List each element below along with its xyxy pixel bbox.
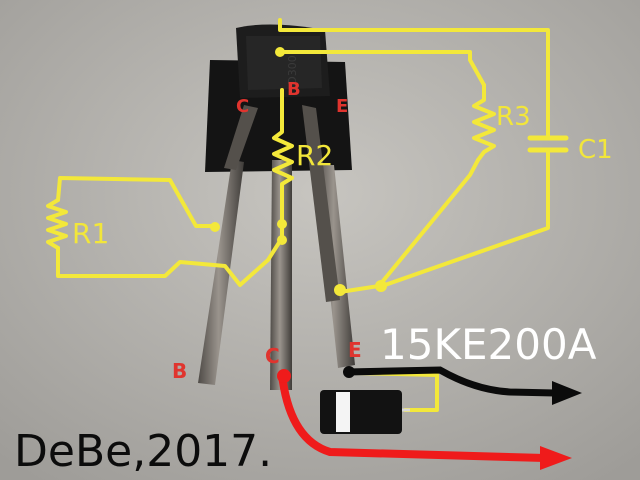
diode-part-number: 15KE200A <box>380 320 597 369</box>
label-r2: R2 <box>296 139 333 172</box>
lead-collector <box>270 160 292 390</box>
label-bottom-e: E <box>348 338 362 362</box>
red-arrow <box>278 371 549 462</box>
solder-points <box>210 47 387 296</box>
credit-text: DeBe,2017. <box>14 426 272 477</box>
black-arrow <box>343 366 559 397</box>
label-bottom-c: C <box>265 344 280 368</box>
diode <box>320 390 410 434</box>
label-top-e: E <box>336 96 348 117</box>
schematic-overlay <box>46 18 569 412</box>
svg-text:D300: D300 <box>286 55 299 84</box>
label-r1: R1 <box>72 217 109 250</box>
lead-base <box>198 160 244 385</box>
label-top-b: B <box>287 79 301 100</box>
black-arrowhead <box>552 381 582 405</box>
label-bottom-b: B <box>172 359 187 383</box>
label-top-c: C <box>236 96 249 117</box>
label-c1: C1 <box>578 135 613 165</box>
label-r3: R3 <box>496 102 531 132</box>
red-arrowhead <box>540 446 572 470</box>
transistor-leads <box>198 105 355 390</box>
